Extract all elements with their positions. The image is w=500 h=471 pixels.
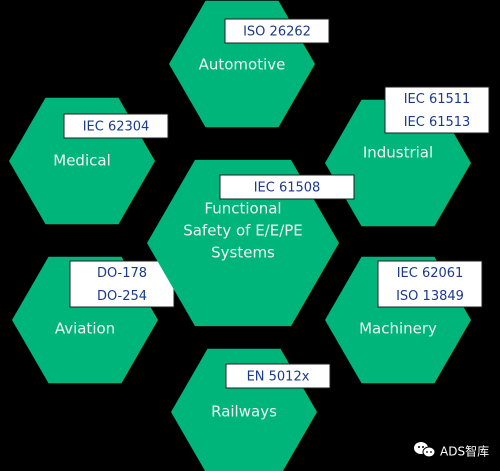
automotive-node: Automotive ISO 26262 [169, 0, 330, 128]
railways-node: Railways EN 5012x [171, 348, 331, 471]
industrial-standards-box-bg [384, 86, 490, 134]
wechat-icon [414, 442, 436, 458]
automotive-standard-0: ISO 26262 [243, 25, 311, 40]
center-label-line-2: Systems [211, 244, 275, 262]
center-hexagon [147, 159, 339, 327]
center-standards-box: IEC 61508 [219, 174, 355, 200]
machinery-standard-1: ISO 13849 [396, 289, 464, 304]
medical-label-line-0: Medical [53, 152, 110, 170]
center-standard-0: IEC 61508 [254, 181, 321, 196]
medical-node: Medical IEC 62304 [9, 97, 169, 225]
railways-standards-box: EN 5012x [225, 363, 331, 389]
industrial-label-line-0: Industrial [363, 144, 433, 162]
automotive-label-line-0: Automotive [199, 56, 286, 74]
industrial-standard-0: IEC 61511 [404, 92, 471, 107]
railways-standard-0: EN 5012x [247, 370, 310, 385]
automotive-standards-box-bg [224, 18, 330, 44]
machinery-standards-box-bg [377, 260, 483, 308]
machinery-label-line-0: Machinery [359, 320, 437, 338]
medical-standard-0: IEC 62304 [83, 120, 150, 135]
aviation-label-line-0: Aviation [55, 320, 115, 338]
center-label-line-0: Functional [204, 200, 281, 218]
automotive-standards-box: ISO 26262 [224, 18, 330, 44]
aviation-standard-0: DO-178 [97, 266, 147, 281]
center-label-line-1: Safety of E/E/PE [183, 222, 303, 240]
railways-standards-box-bg [225, 363, 331, 389]
watermark-text: ADS智库 [440, 444, 489, 459]
watermark: ADS智库 [414, 442, 489, 459]
medical-standards-box-bg [63, 113, 169, 139]
medical-standards-box: IEC 62304 [63, 113, 169, 139]
aviation-standard-1: DO-254 [97, 289, 147, 304]
railways-label-line-0: Railways [211, 403, 277, 421]
machinery-standard-0: IEC 62061 [397, 266, 464, 281]
center-standards-box-bg [219, 174, 355, 200]
industrial-standard-1: IEC 61513 [404, 115, 471, 130]
